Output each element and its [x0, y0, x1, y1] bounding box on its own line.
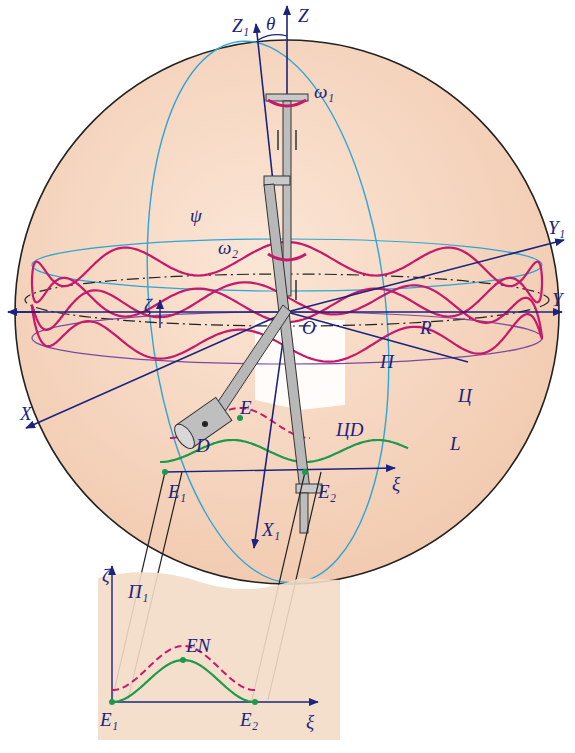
axis-label: П	[380, 352, 394, 371]
drawing-path	[268, 100, 306, 106]
drawing-line	[165, 468, 395, 472]
axis-label: Ц	[458, 386, 472, 405]
axis-label: ξ	[392, 474, 400, 493]
axis-label: Z	[298, 6, 309, 25]
drawing-circle	[202, 421, 208, 427]
axis-label: E	[240, 398, 252, 417]
axis-label: ω₁	[314, 82, 334, 101]
drawing-path	[98, 572, 340, 740]
axis-label: X₁	[262, 520, 280, 539]
axis-label: ζ	[144, 296, 152, 315]
drawing-path	[268, 254, 306, 260]
axis-label: ψ	[190, 206, 202, 225]
axis-label: ξ	[306, 712, 314, 731]
axis-label: Y	[552, 290, 563, 309]
drawing-rect	[264, 176, 290, 185]
drawing-rect	[266, 94, 308, 101]
axis-label: θ	[266, 14, 275, 33]
axis-label: E₂	[318, 482, 336, 501]
drawing-circle	[302, 469, 308, 475]
drawing-line	[287, 240, 564, 312]
drawing-path	[112, 646, 255, 690]
axis-label: E₂	[240, 710, 258, 729]
axis-label: X	[20, 404, 32, 423]
drawing-circle	[162, 469, 168, 475]
axis-label: E₁	[168, 482, 186, 501]
drawing-line	[112, 701, 318, 702]
axis-label: ω₂	[218, 238, 238, 257]
axis-label: D	[196, 436, 210, 455]
drawing-line	[287, 312, 468, 362]
axis-label: EN	[186, 636, 210, 655]
drawing-line	[159, 300, 160, 328]
drawing-ellipse	[171, 421, 199, 452]
drawing-line	[111, 566, 112, 702]
axis-label: E₁	[100, 710, 118, 729]
axis-label: ЦD	[336, 420, 363, 439]
axis-label: L	[450, 434, 461, 453]
drawing-line	[8, 311, 40, 313]
axis-label: Y₁	[548, 218, 565, 237]
drawing-circle	[252, 699, 258, 705]
axis-label: ζ	[102, 566, 110, 585]
drawing-rect	[300, 493, 308, 533]
axis-label: П₁	[128, 582, 148, 601]
axis-label: O	[302, 318, 316, 337]
drawing-circle	[180, 657, 186, 663]
drawing-path	[258, 35, 287, 40]
axis-label: R	[420, 318, 432, 337]
axis-label: Z₁	[232, 16, 249, 35]
drawing-circle	[109, 699, 115, 705]
